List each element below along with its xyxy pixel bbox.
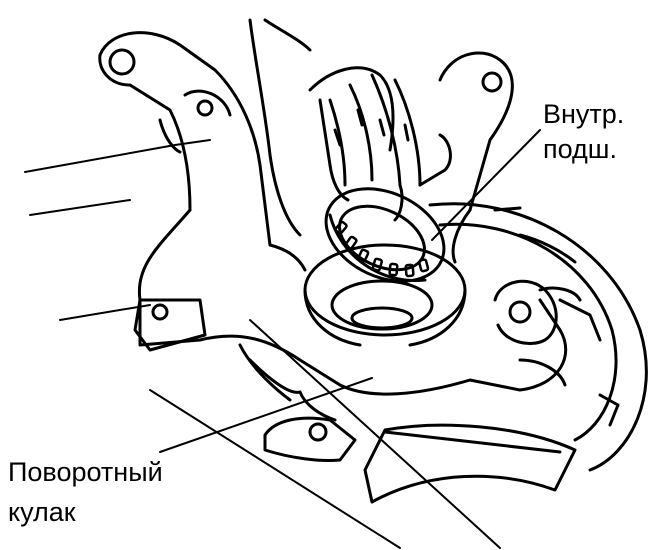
hub-bore <box>303 243 467 347</box>
technician-hand <box>248 18 452 237</box>
inner-bearing-label-line2: подш. <box>541 133 619 165</box>
inner-bearing-icon <box>324 187 446 283</box>
inner-bearing-label-line1: Внутр. <box>541 98 627 130</box>
knuckle-leader-line <box>159 377 373 453</box>
bearing-leader-line <box>431 129 541 241</box>
lower-rotor-segment <box>363 423 577 504</box>
knuckle-body <box>98 31 582 462</box>
steering-knuckle-label-line2: кулак <box>6 496 78 528</box>
workbench-surface <box>24 139 501 549</box>
brake-shield <box>428 202 648 472</box>
steering-knuckle-label-line1: Поворотный <box>6 456 165 488</box>
leader-lines <box>159 129 541 453</box>
